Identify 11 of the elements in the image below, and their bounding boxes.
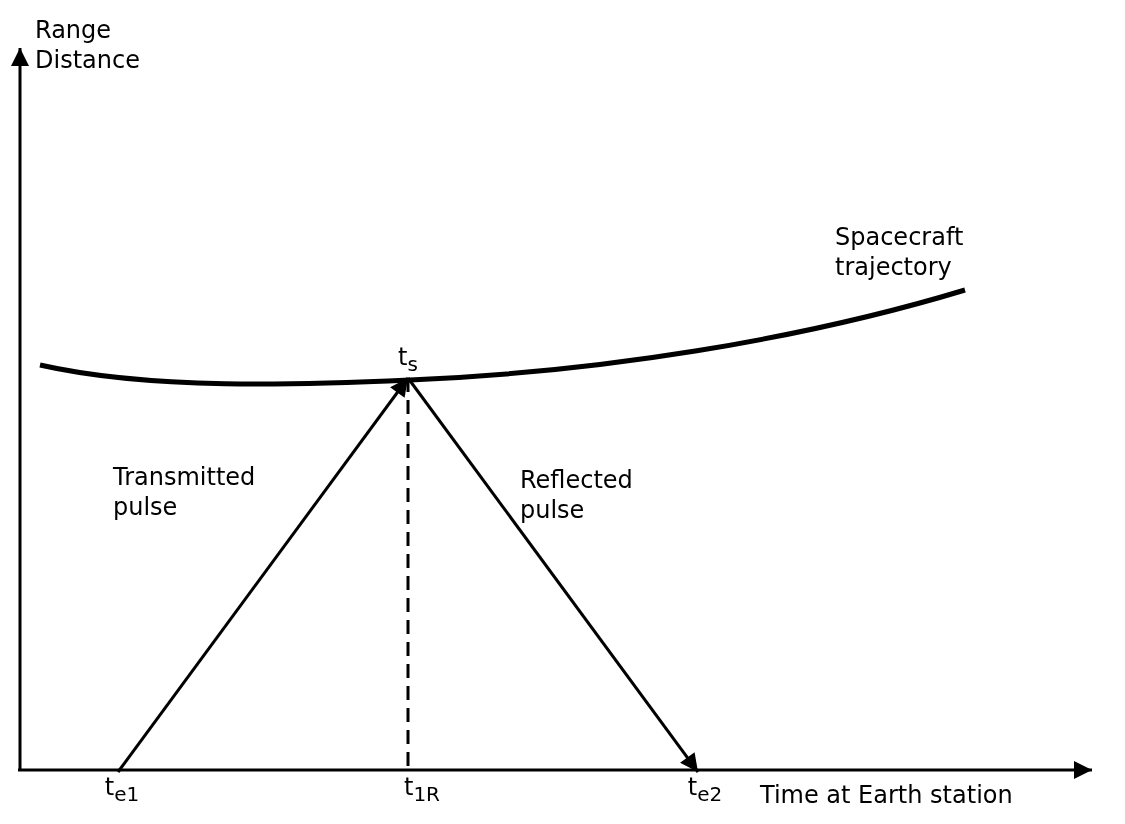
arrow (406, 377, 700, 773)
edge-label: Transmitted pulse (113, 462, 257, 522)
edge-label: Reflected pulse (520, 465, 634, 525)
arrow (116, 377, 410, 773)
point-label: t$_{e1}$ (98, 772, 146, 812)
axis-label: Time at Earth station (760, 780, 1014, 810)
point-label: t$_{s}$ (388, 342, 428, 378)
curve-label: Spacecraft trajectory (835, 222, 965, 282)
point-label: t$_{e2}$ (680, 772, 730, 812)
axis-label: Range Distance (35, 15, 141, 75)
point-label: t$_{1R}$ (392, 772, 452, 812)
